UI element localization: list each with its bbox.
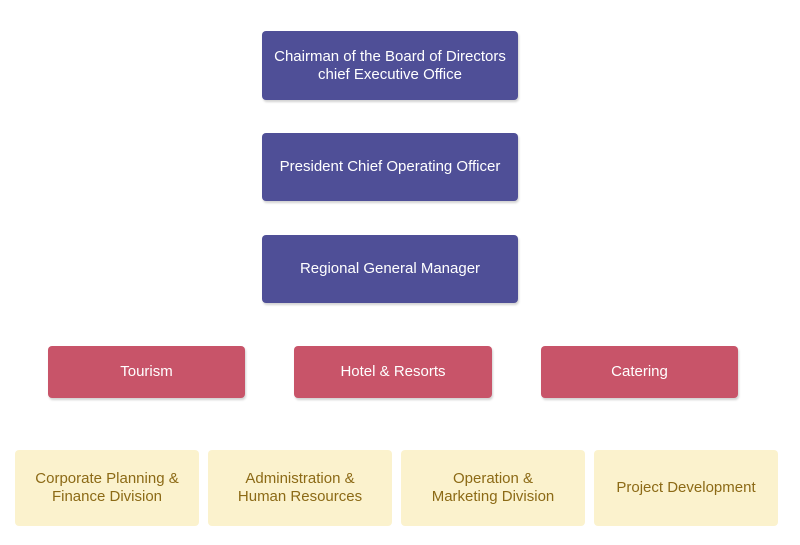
catering-label: Catering [611, 363, 668, 380]
chairman-ceo-box[interactable]: Chairman of the Board of Directors chief… [262, 31, 518, 100]
president-coo-label: President Chief Operating Officer [279, 158, 501, 175]
hotel-resorts-box[interactable]: Hotel & Resorts [294, 346, 492, 398]
tourism-label: Tourism [120, 363, 173, 380]
corporate-planning-finance-label: Corporate Planning & Finance Division [35, 470, 179, 505]
corporate-planning-finance-box[interactable]: Corporate Planning & Finance Division [15, 450, 199, 526]
catering-box[interactable]: Catering [541, 346, 738, 398]
administration-hr-box[interactable]: Administration & Human Resources [208, 450, 392, 526]
chairman-ceo-label: Chairman of the Board of Directors chief… [274, 47, 506, 83]
operation-marketing-label: Operation & Marketing Division [431, 470, 555, 505]
administration-hr-label: Administration & Human Resources [237, 470, 363, 505]
project-development-box[interactable]: Project Development [594, 450, 778, 526]
project-development-label: Project Development [616, 479, 756, 496]
regional-general-manager-label: Regional General Manager [299, 260, 481, 277]
hotel-resorts-label: Hotel & Resorts [340, 363, 446, 380]
tourism-box[interactable]: Tourism [48, 346, 245, 398]
president-coo-box[interactable]: President Chief Operating Officer [262, 133, 518, 201]
operation-marketing-box[interactable]: Operation & Marketing Division [401, 450, 585, 526]
regional-general-manager-box[interactable]: Regional General Manager [262, 235, 518, 303]
